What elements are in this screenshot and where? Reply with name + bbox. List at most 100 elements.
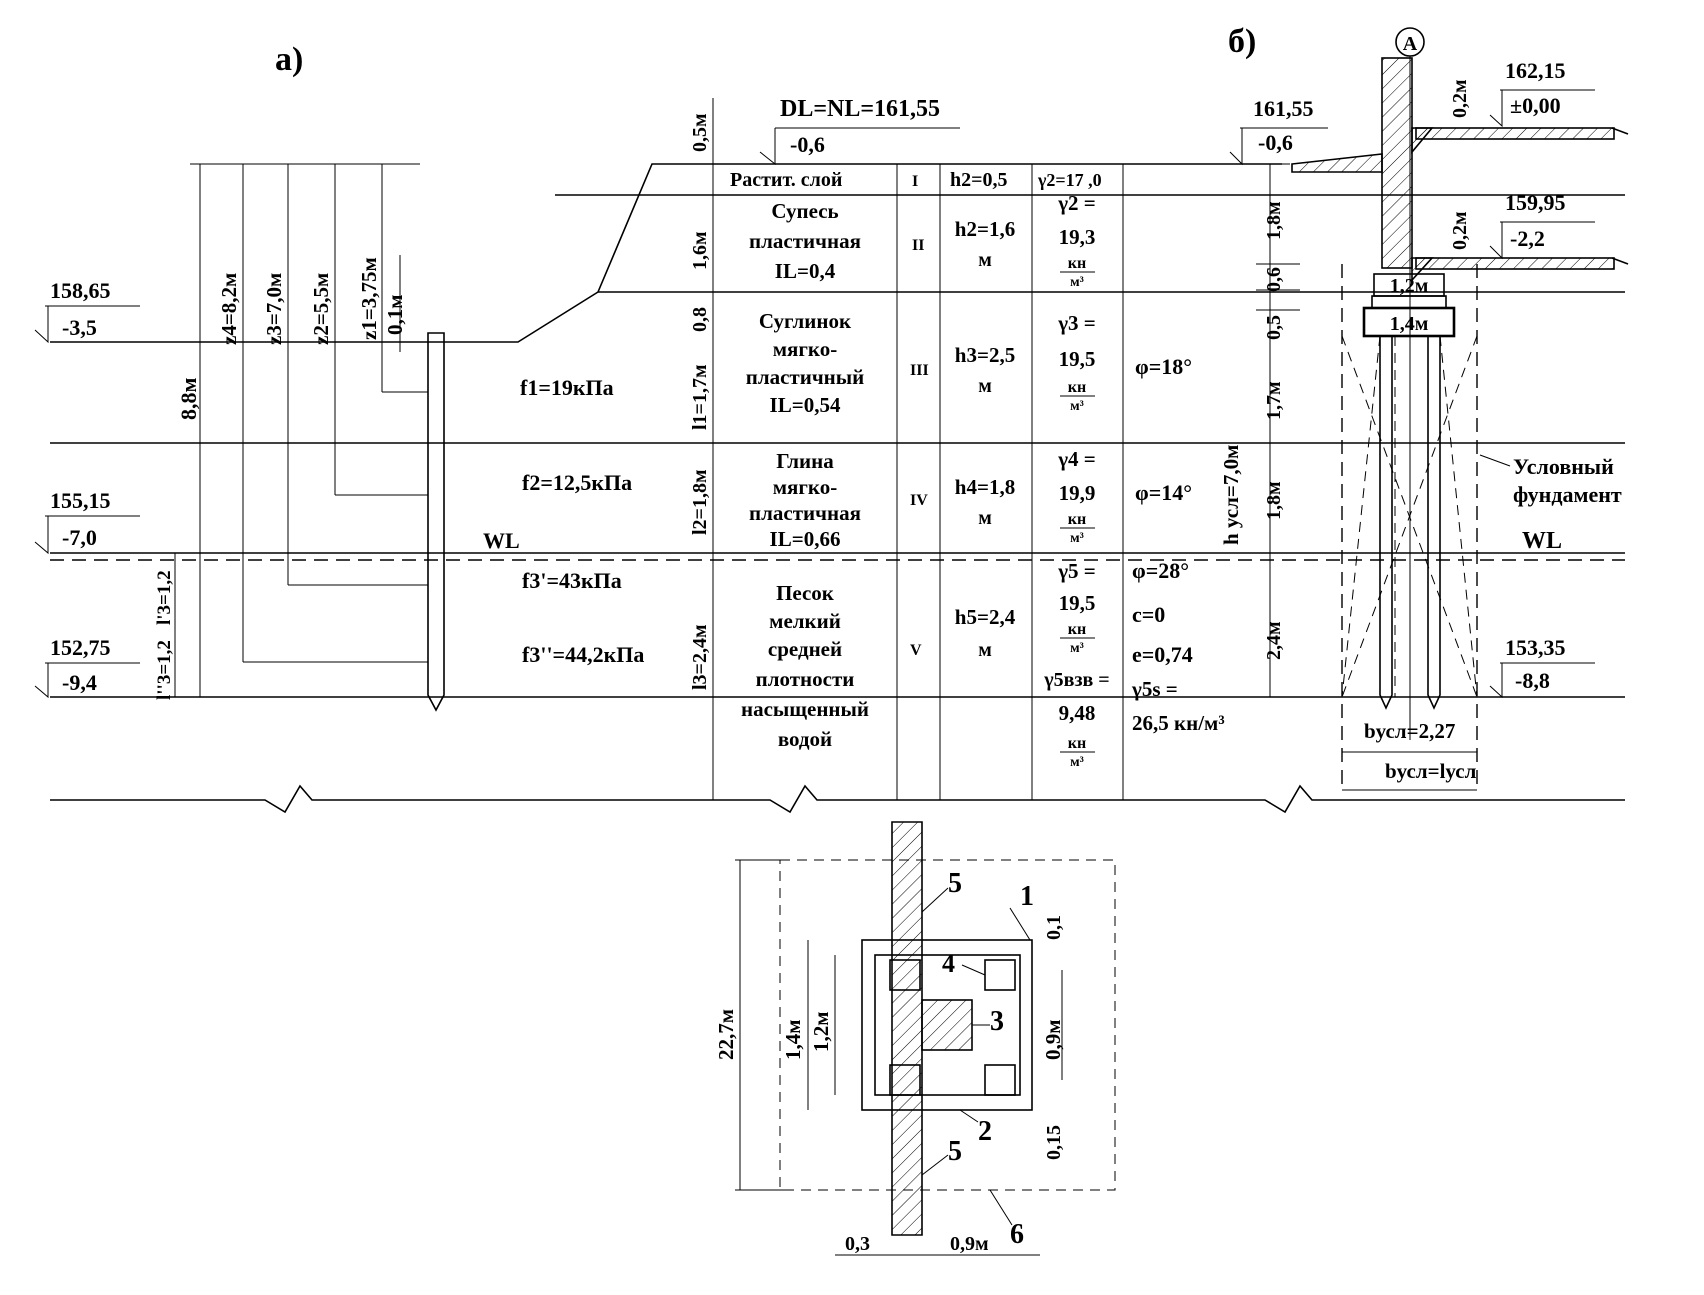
svg-text:8,8м: 8,8м [176, 378, 201, 421]
svg-text:III: III [910, 362, 929, 379]
svg-text:bусл=lусл: bусл=lусл [1385, 759, 1477, 783]
svg-text:159,95: 159,95 [1505, 190, 1566, 215]
svg-text:кн: кн [1068, 511, 1086, 528]
svg-text:0,6: 0,6 [1263, 267, 1285, 292]
svg-text:161,55: 161,55 [1253, 96, 1314, 121]
svg-text:γ2=17 ,0: γ2=17 ,0 [1037, 170, 1102, 190]
svg-text:фундамент: фундамент [1513, 482, 1622, 507]
svg-text:м³: м³ [1070, 531, 1084, 546]
svg-text:19,5: 19,5 [1059, 347, 1096, 371]
svg-text:h5=2,4: h5=2,4 [955, 605, 1016, 629]
svg-text:м³: м³ [1070, 399, 1084, 414]
wl-left: WL [483, 528, 520, 553]
svg-text:0,9м: 0,9м [950, 1233, 989, 1255]
svg-text:кн: кн [1068, 735, 1086, 752]
svg-text:22,7м: 22,7м [714, 1009, 738, 1060]
left-level-1: 158,65 -3,5 [34, 278, 140, 344]
svg-text:h усл=7,0м: h усл=7,0м [1219, 445, 1243, 545]
svg-text:м: м [978, 375, 992, 397]
svg-text:мелкий: мелкий [769, 609, 841, 633]
svg-text:162,15: 162,15 [1505, 58, 1566, 83]
svg-text:мягко-: мягко- [773, 475, 838, 499]
svg-text:пластичная: пластичная [749, 501, 861, 525]
right-level-162-15: 162,15 ±0,00 0,2м [1449, 58, 1595, 128]
left-level-3: 152,75 -9,4 [34, 635, 140, 699]
svg-text:кн: кн [1068, 379, 1086, 396]
plan-view: 22,7м 1,4м 1,2м 0,9м 0,1 0,15 0,3 0,9м 1… [714, 821, 1116, 1256]
svg-text:φ=28°: φ=28° [1132, 558, 1189, 583]
svg-text:155,15: 155,15 [50, 488, 111, 513]
right-level-161-55: 161,55 -0,6 [1229, 96, 1328, 166]
svg-text:А: А [1403, 33, 1418, 55]
svg-text:Суглинок: Суглинок [759, 309, 852, 333]
right-dimensions: 1,8м 0,6 0,5 1,7м 1,8м 2,4м h усл=7,0м [1219, 163, 1300, 698]
z-dimensions: z4=8,2м z3=7,0м z2=5,5м z1=3,75м 0,1м 8,… [154, 163, 428, 700]
piles-right [1379, 335, 1441, 710]
svg-text:насыщенный: насыщенный [741, 697, 869, 721]
svg-text:h4=1,8: h4=1,8 [955, 475, 1015, 499]
svg-text:1,4м: 1,4м [1390, 313, 1429, 335]
svg-text:z4=8,2м: z4=8,2м [217, 273, 241, 345]
friction-f3b: f3''=44,2кПа [522, 642, 644, 667]
svg-text:мягко-: мягко- [773, 337, 838, 361]
svg-text:2: 2 [978, 1116, 992, 1147]
svg-text:z1=3,75м: z1=3,75м [357, 257, 381, 340]
svg-text:1: 1 [1020, 881, 1034, 912]
svg-text:φ=18°: φ=18° [1135, 354, 1192, 379]
left-level-2: 155,15 -7,0 [34, 488, 140, 555]
svg-text:кн: кн [1068, 621, 1086, 638]
svg-text:0,5м: 0,5м [689, 113, 711, 152]
svg-text:z3=7,0м: z3=7,0м [262, 273, 286, 345]
svg-text:II: II [912, 237, 924, 254]
svg-text:h3=2,5: h3=2,5 [955, 343, 1015, 367]
friction-f2: f2=12,5кПа [522, 470, 632, 495]
svg-text:пластичный: пластичный [746, 365, 865, 389]
svg-text:l''3=1,2: l''3=1,2 [154, 640, 175, 700]
svg-text:-2,2: -2,2 [1510, 226, 1545, 251]
svg-text:IL=0,4: IL=0,4 [775, 259, 836, 283]
svg-text:2,4м: 2,4м [1263, 621, 1285, 660]
svg-text:bусл=2,27: bусл=2,27 [1364, 719, 1455, 743]
svg-text:l2=1,8м: l2=1,8м [689, 469, 711, 535]
svg-text:l1=1,7м: l1=1,7м [689, 364, 711, 430]
svg-text:1,4м: 1,4м [781, 1019, 805, 1060]
svg-text:Условный: Условный [1513, 454, 1614, 479]
conditional-width-dims: bусл=2,27 bусл=lусл [1342, 719, 1477, 791]
svg-text:h2=0,5: h2=0,5 [950, 169, 1008, 191]
svg-text:-8,8: -8,8 [1515, 668, 1550, 693]
svg-text:γ2 =: γ2 = [1057, 191, 1096, 215]
svg-text:19,3: 19,3 [1059, 225, 1096, 249]
svg-text:c=0: c=0 [1132, 602, 1165, 627]
svg-text:158,65: 158,65 [50, 278, 111, 303]
svg-text:0,1м: 0,1м [383, 294, 407, 335]
svg-text:γ4 =: γ4 = [1057, 447, 1096, 471]
svg-text:водой: водой [778, 727, 832, 751]
svg-text:м³: м³ [1070, 755, 1084, 770]
svg-text:152,75: 152,75 [50, 635, 111, 660]
svg-text:0,5: 0,5 [1263, 315, 1285, 340]
svg-text:5: 5 [948, 868, 962, 899]
panel-label-a: а) [275, 41, 303, 78]
conditional-foundation-outline [1341, 264, 1478, 790]
svg-text:19,5: 19,5 [1059, 591, 1096, 615]
svg-text:м³: м³ [1070, 641, 1084, 656]
svg-text:кн: кн [1068, 255, 1086, 272]
svg-text:м: м [978, 639, 992, 661]
svg-text:γ5 =: γ5 = [1057, 559, 1096, 583]
svg-text:Растит. слой: Растит. слой [730, 169, 842, 191]
svg-text:1,2м: 1,2м [1390, 275, 1429, 297]
soil-table: 0,5м 1,6м 0,8 l1=1,7м l2=1,8м l3=2,4м Ра… [689, 98, 1225, 800]
ground-profile [50, 163, 1625, 814]
svg-text:Глина: Глина [776, 449, 834, 473]
svg-text:-9,4: -9,4 [62, 670, 97, 695]
svg-text:IL=0,66: IL=0,66 [770, 527, 841, 551]
svg-text:м³: м³ [1070, 275, 1084, 290]
svg-text:1,2м: 1,2м [809, 1011, 833, 1052]
svg-text:γ3 =: γ3 = [1057, 311, 1096, 335]
svg-text:γ5s =: γ5s = [1131, 677, 1178, 701]
svg-text:средней: средней [768, 637, 842, 661]
svg-text:-7,0: -7,0 [62, 525, 97, 550]
svg-text:1,7м: 1,7м [1263, 381, 1285, 420]
svg-text:±0,00: ±0,00 [1510, 93, 1561, 118]
